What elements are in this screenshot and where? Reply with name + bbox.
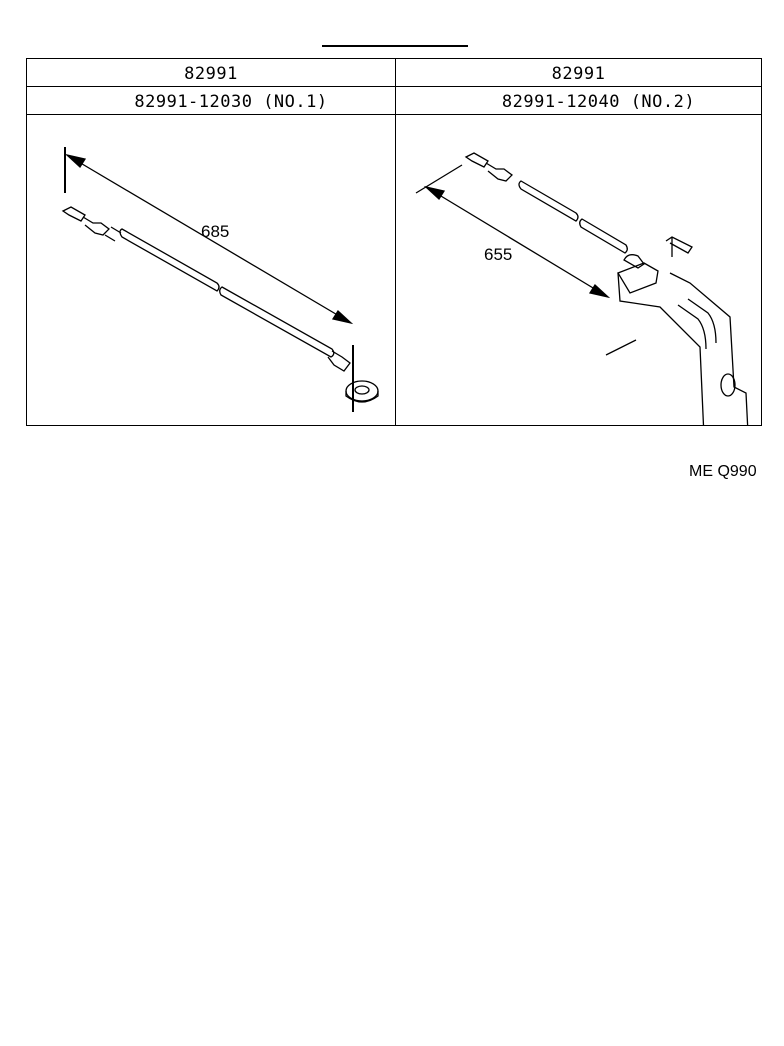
wire-harness-bracket-illustration: 655	[396, 115, 761, 425]
parts-table: 82991 82991-12030 (NO.1)	[26, 58, 762, 426]
header-rule	[322, 45, 468, 47]
wire-ring-terminal-icon: 685	[61, 147, 379, 412]
part-column-1: 82991 82991-12030 (NO.1)	[27, 59, 396, 425]
group-number-label: 82991	[184, 64, 238, 84]
wire-harness-ring-terminal-illustration: 685	[27, 115, 395, 425]
svg-text:685: 685	[201, 222, 229, 241]
part-number: 82991-12030 (NO.1)	[27, 87, 395, 115]
part-number-label: 82991-12040 (NO.2)	[501, 92, 696, 112]
group-number: 82991	[27, 59, 395, 87]
part-number: 82991-12040 (NO.2)	[396, 87, 761, 115]
group-number-label: 82991	[551, 64, 606, 84]
diagram-code: ME Q990	[689, 463, 757, 480]
wire-bracket-icon: 655	[415, 152, 749, 425]
svg-text:655: 655	[484, 245, 512, 264]
group-number: 82991	[396, 59, 761, 87]
part-number-label: 82991-12030 (NO.1)	[134, 92, 328, 112]
part-column-2: 82991 82991-12040 (NO.2)	[396, 59, 761, 425]
